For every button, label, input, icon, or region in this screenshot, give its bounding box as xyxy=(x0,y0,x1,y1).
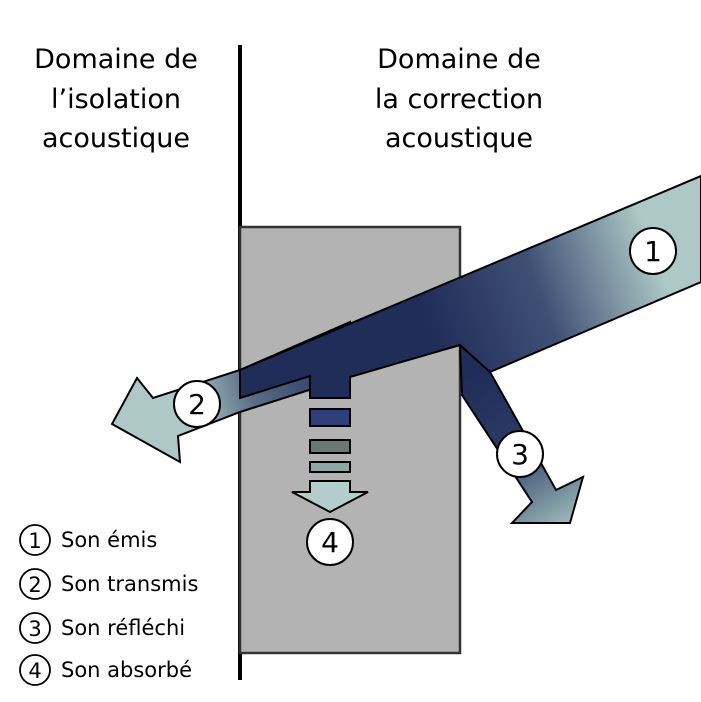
marker-reflected: 3 xyxy=(496,430,544,478)
heading-correction-line-3: acoustique xyxy=(385,123,533,154)
legend-item-transmitted: 2 Son transmis xyxy=(19,568,198,600)
absorbed-sound-arrow xyxy=(291,480,369,514)
marker-transmitted: 2 xyxy=(173,380,221,428)
legend: 1 Son émis 2 Son transmis 3 Son réfléchi… xyxy=(19,524,198,686)
heading-isolation-line-2: l’isolation xyxy=(51,84,181,115)
legend-label-4: Son absorbé xyxy=(61,658,192,682)
legend-num-4: 4 xyxy=(28,659,41,683)
legend-label-2: Son transmis xyxy=(61,572,198,596)
marker-emitted: 1 xyxy=(629,227,677,275)
heading-isolation-line-3: acoustique xyxy=(42,123,190,154)
marker-absorbed: 4 xyxy=(306,518,354,566)
heading-correction: Domaine de la correction acoustique xyxy=(375,44,543,154)
legend-item-reflected: 3 Son réfléchi xyxy=(19,612,185,644)
absorbed-bar-3 xyxy=(309,461,351,473)
heading-isolation-line-1: Domaine de xyxy=(34,44,198,75)
legend-label-1: Son émis xyxy=(61,528,157,552)
marker-emitted-label: 1 xyxy=(644,235,662,268)
legend-item-absorbed: 4 Son absorbé xyxy=(19,654,192,686)
absorbed-bar-2 xyxy=(309,439,351,454)
legend-num-2: 2 xyxy=(28,573,41,597)
heading-correction-line-1: Domaine de xyxy=(377,44,541,75)
absorbed-bar-1 xyxy=(309,408,351,427)
heading-isolation: Domaine de l’isolation acoustique xyxy=(34,44,198,154)
marker-absorbed-label: 4 xyxy=(321,526,339,559)
legend-num-1: 1 xyxy=(28,529,41,553)
marker-reflected-label: 3 xyxy=(511,438,529,471)
marker-transmitted-label: 2 xyxy=(188,388,206,421)
legend-item-emitted: 1 Son émis xyxy=(19,524,157,556)
legend-label-3: Son réfléchi xyxy=(61,616,185,640)
legend-num-3: 3 xyxy=(28,617,41,641)
heading-correction-line-2: la correction xyxy=(375,84,543,115)
emitted-sound-beam xyxy=(239,174,701,400)
